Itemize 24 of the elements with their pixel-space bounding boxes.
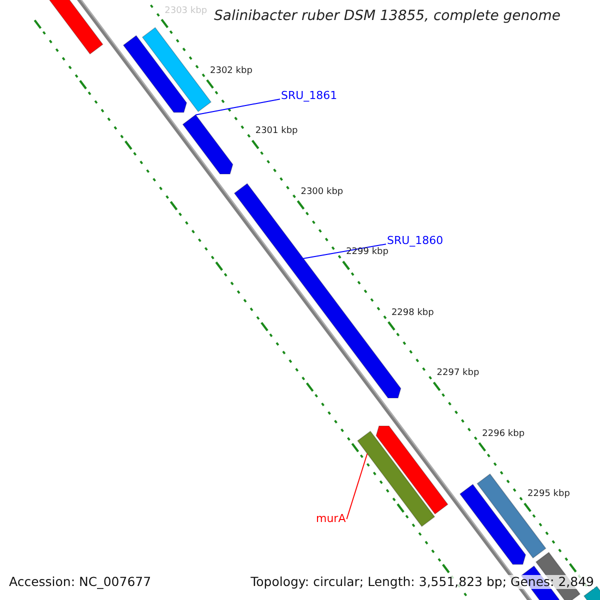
leader-line <box>302 244 386 260</box>
gene-block <box>142 27 212 112</box>
gene-block <box>122 35 188 113</box>
gene-block <box>459 484 526 565</box>
gene-block <box>182 114 234 174</box>
footer-text: Accession: NC_007677 <box>9 575 152 589</box>
gene-block <box>47 0 104 55</box>
gene-block <box>376 426 448 515</box>
scale-label: 2296 kbp <box>482 430 525 440</box>
leader-line <box>346 453 368 520</box>
scale-label: 2295 kbp <box>528 490 570 500</box>
gene-label: murA <box>316 513 346 526</box>
title: Salinibacter ruber DSM 13855, complete genome <box>214 9 560 24</box>
scale-label: 2298 kbp <box>391 308 434 319</box>
scale-label: 2301 kbp <box>255 127 298 138</box>
scale-label: 2302 kbp <box>210 67 252 77</box>
gene-block <box>583 586 600 600</box>
scale-label: 2300 kbp <box>300 188 344 198</box>
scale-label: 2299 kbp <box>346 248 388 258</box>
scale-label: 2297 kbp <box>436 369 480 380</box>
gene-label: SRU_1861 <box>281 90 338 102</box>
footer-text: Topology: circular; Length: 3,551,823 bp; Genes: 2,849 <box>250 575 594 589</box>
gene-label: SRU_1860 <box>387 235 444 248</box>
gene-block <box>357 430 436 527</box>
